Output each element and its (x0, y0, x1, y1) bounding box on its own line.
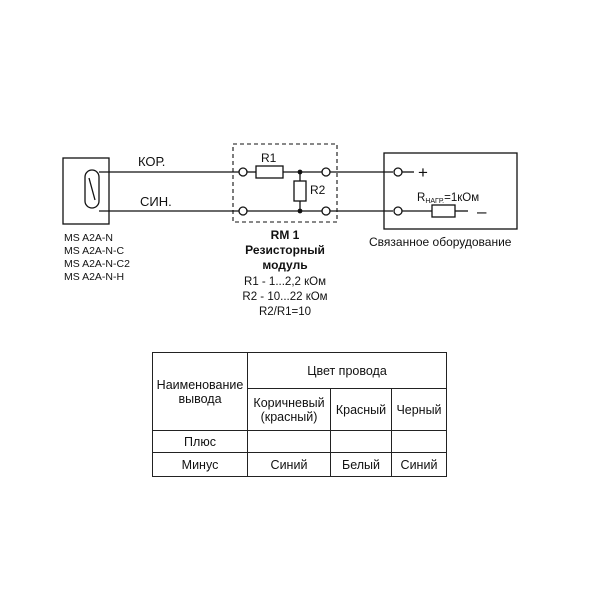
wire-bottom-label: СИН. (140, 194, 172, 209)
subheader-brown-line1: Коричневый (253, 395, 325, 410)
header-terminal-line1: Наименование (156, 377, 244, 392)
row-plus-name: Плюс (152, 430, 248, 453)
module-terminal-out-bottom (321, 206, 331, 216)
equipment-caption: Связанное оборудование (369, 235, 512, 249)
sensor-model-3: MS A2A-N-C2 (64, 258, 130, 270)
sensor-model-2: MS A2A-N-C (64, 245, 125, 257)
module-spec-r2: R2 - 10...22 кОм (242, 291, 327, 303)
load-r-label: RНАГР.=1кОм (417, 192, 479, 205)
load-resistor (431, 204, 456, 218)
subheader-brown: Коричневый (красный) (247, 388, 331, 431)
row-minus-red: Белый (330, 452, 392, 477)
reed-switch-icon (84, 169, 100, 209)
equipment-terminal-plus (393, 167, 403, 177)
subheader-black: Черный (391, 388, 447, 431)
wire-top-label: КОР. (138, 154, 165, 169)
row-minus-brown: Синий (247, 452, 331, 477)
minus-sign: – (477, 202, 487, 221)
module-terminal-in-bottom (238, 206, 248, 216)
header-terminal-line2: вывода (178, 391, 222, 406)
resistor-r2 (293, 180, 307, 202)
subheader-red: Красный (330, 388, 392, 431)
equipment-box (383, 152, 518, 230)
header-wire-color: Цвет провода (247, 352, 447, 389)
header-terminal-name: Наименование вывода (152, 352, 248, 431)
row-plus-cell (247, 430, 331, 453)
sensor-box (62, 157, 110, 225)
table-row: Плюс (152, 430, 447, 453)
plus-sign: + (418, 163, 428, 182)
r1-label: R1 (261, 151, 277, 165)
module-terminal-in-top (238, 167, 248, 177)
row-minus-black: Синий (391, 452, 447, 477)
module-spec-r1: R1 - 1...2,2 кОм (244, 276, 326, 288)
resistor-r1 (255, 165, 284, 179)
row-plus-cell (391, 430, 447, 453)
sensor-model-4: MS A2A-N-H (64, 271, 124, 283)
row-plus-cell (330, 430, 392, 453)
wire-color-table: Наименование вывода Цвет провода Коричне… (152, 352, 447, 477)
subheader-brown-line2: (красный) (260, 409, 318, 424)
module-terminal-out-top (321, 167, 331, 177)
resistor-module-box (232, 143, 338, 223)
reed-contact-line (88, 177, 96, 201)
module-title-line1: Резисторный (245, 243, 325, 257)
equipment-terminal-minus (393, 206, 403, 216)
module-title-line2: модуль (262, 258, 307, 272)
module-name: RM 1 (271, 228, 300, 242)
sensor-model-1: MS A2A-N (64, 232, 113, 244)
r2-label: R2 (310, 183, 326, 197)
row-minus-name: Минус (152, 452, 248, 477)
module-ratio: R2/R1=10 (259, 306, 311, 318)
table-row: Минус Синий Белый Синий (152, 452, 447, 477)
